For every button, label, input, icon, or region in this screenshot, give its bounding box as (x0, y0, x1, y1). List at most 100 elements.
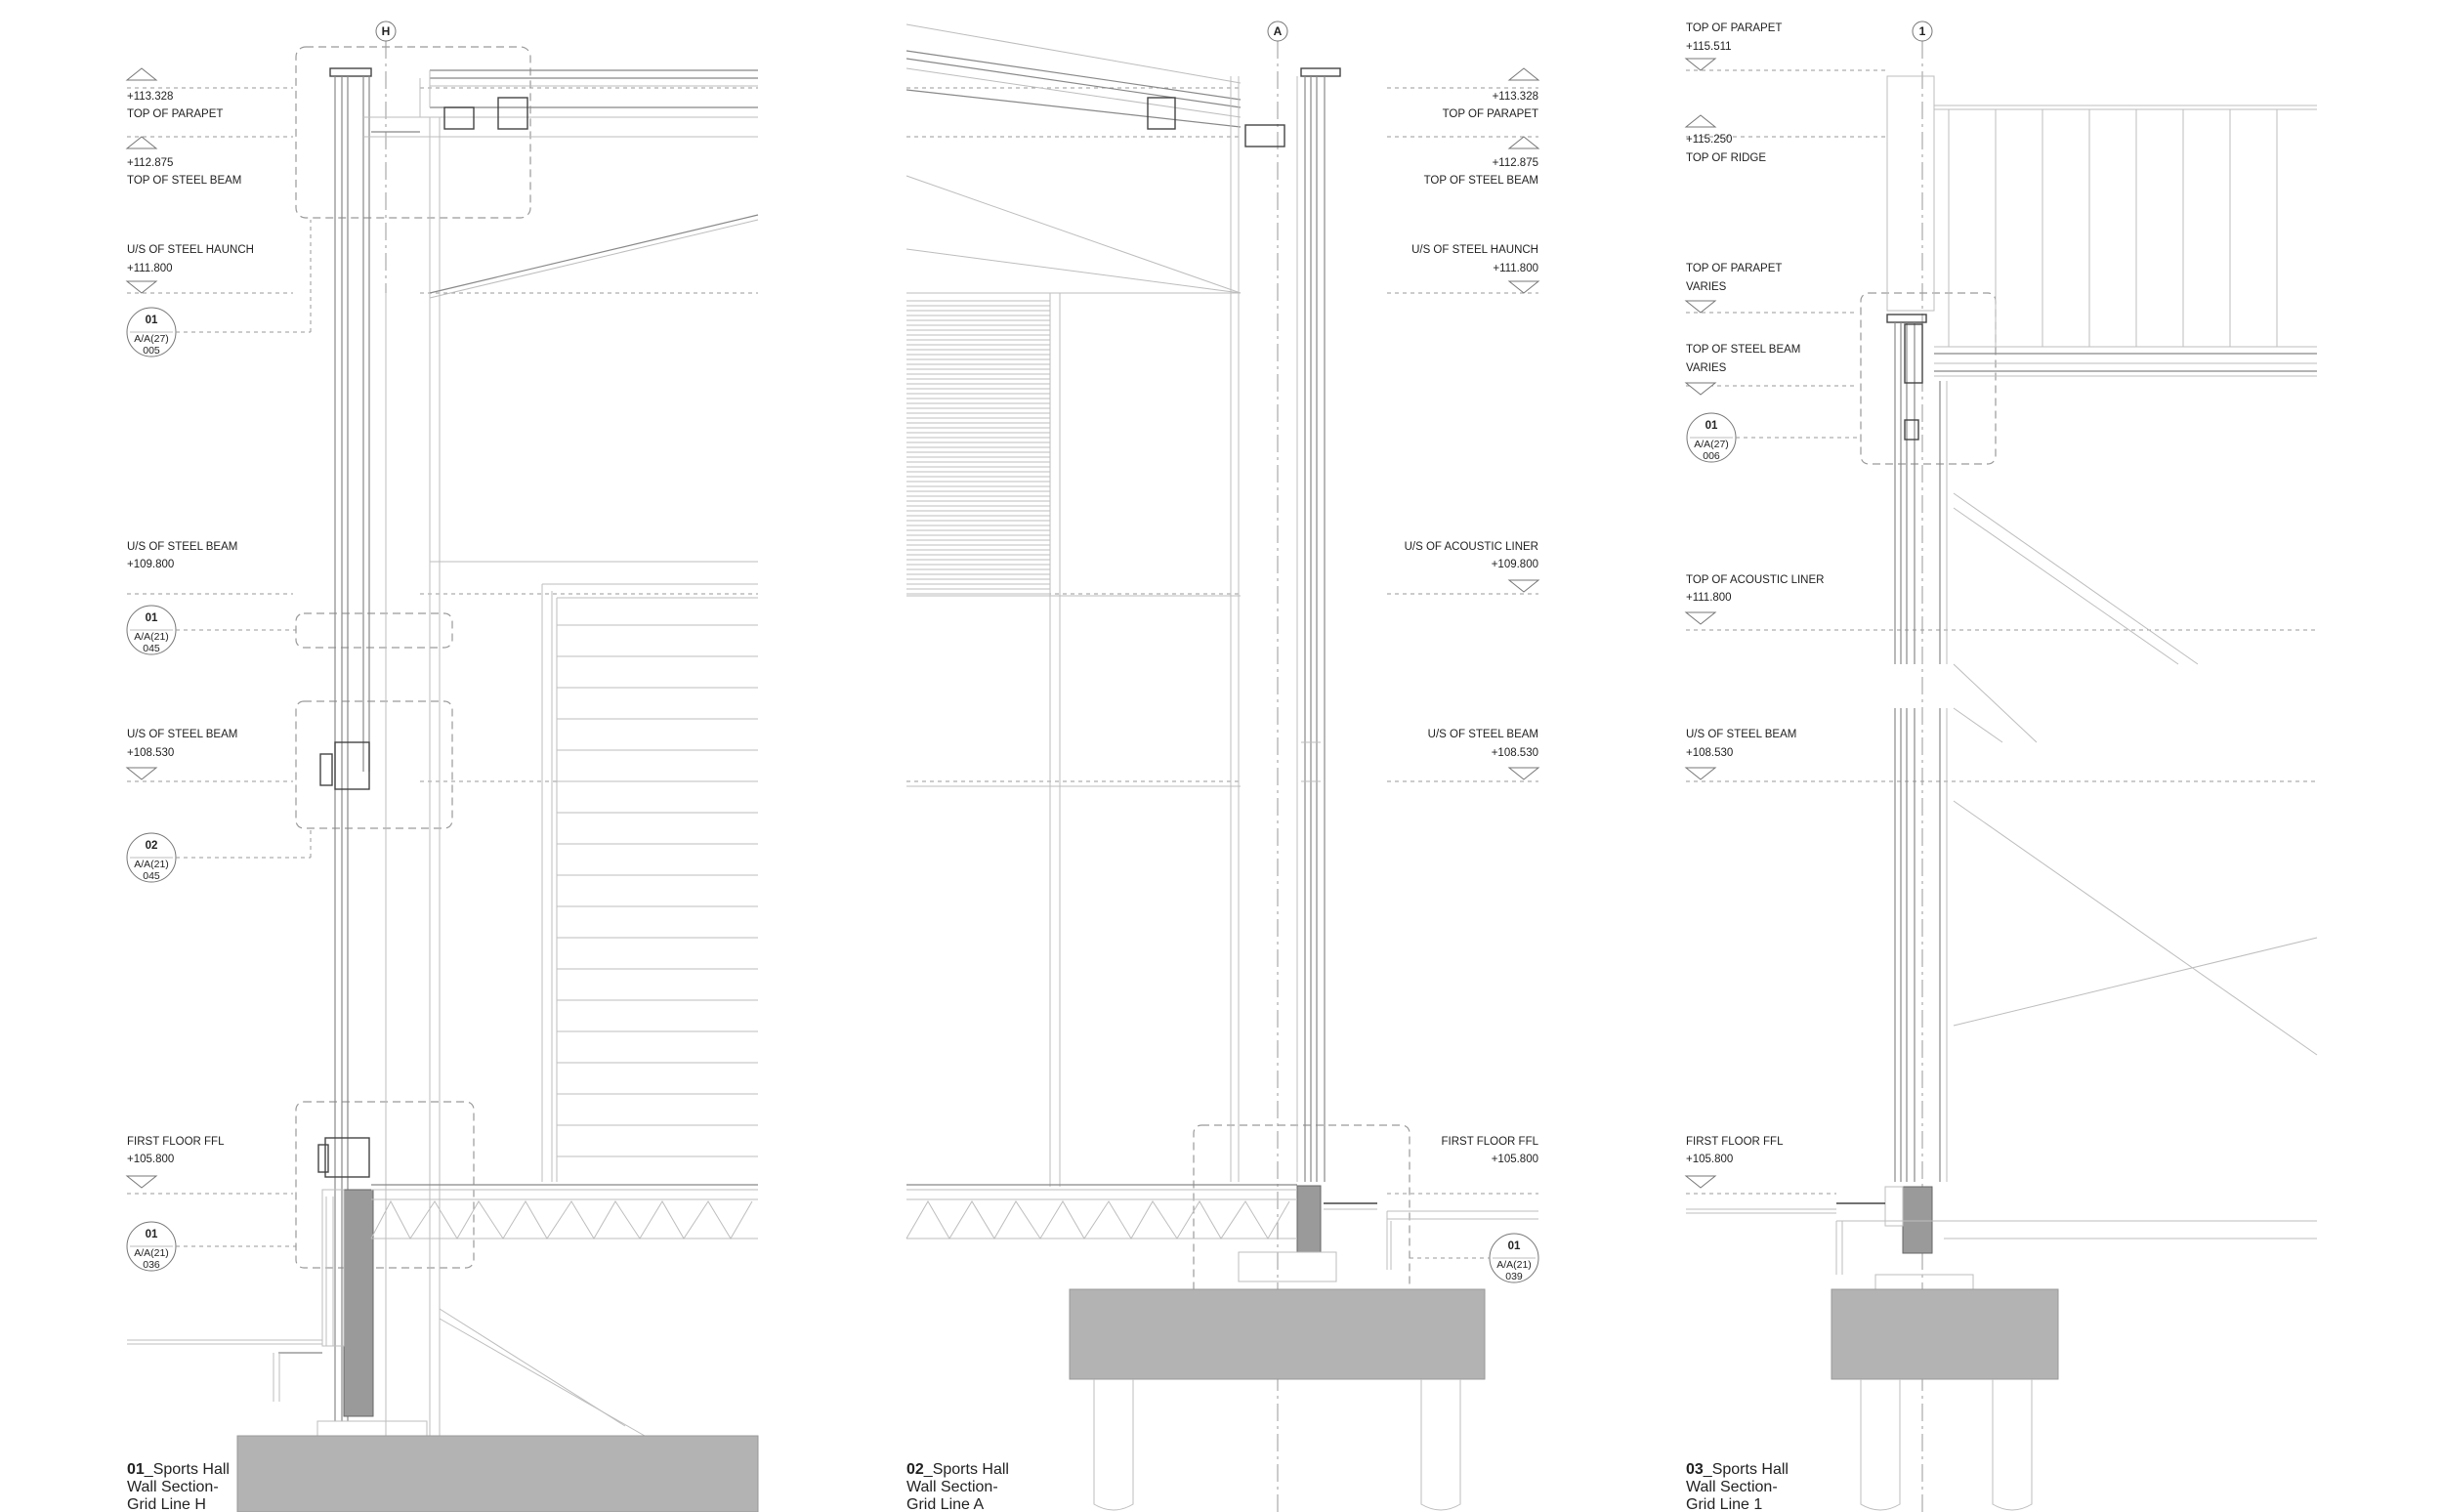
svg-text:Wall Section-: Wall Section- (1686, 1479, 1778, 1495)
level-marker-first-floor-ffl: FIRST FLOOR FFL +105.800 (125, 1136, 225, 1189)
svg-text:Grid Line 1: Grid Line 1 (1686, 1496, 1762, 1512)
pile-cap (1831, 1288, 2059, 1380)
section-02: A +113.328 TOP OF PARAPET +112.875 TOP O… (905, 21, 1540, 1512)
detail-tag[interactable]: 01 A/A(21) 045 (126, 605, 177, 655)
level-marker-top-of-acoustic-liner: TOP OF ACOUSTIC LINER +111.800 (1684, 574, 1824, 625)
svg-text:+105.800: +105.800 (1686, 1154, 1733, 1165)
svg-text:TOP OF RIDGE: TOP OF RIDGE (1686, 152, 1766, 164)
svg-text:Grid Line H: Grid Line H (127, 1496, 206, 1512)
interior-elevation-01 (430, 561, 758, 1182)
detail-callout-box (295, 46, 531, 219)
detail-tag[interactable]: 02 A/A(21) 045 (126, 832, 177, 883)
grid-bubble-h (375, 21, 397, 42)
grid-label-1: 1 (1919, 24, 1926, 38)
level-marker-top-of-parapet: +113.328 TOP OF PARAPET (1443, 67, 1540, 120)
piles-03 (1860, 1379, 2033, 1511)
svg-text:01: 01 (1705, 420, 1718, 432)
panel-lines-01 (557, 624, 758, 1157)
detail-callout-box (295, 1101, 475, 1269)
detail-tag[interactable]: 01 A/A(27) 006 (1686, 412, 1737, 463)
grid-label-h: H (382, 24, 391, 38)
piles-02 (1093, 1379, 1461, 1511)
svg-text:+108.530: +108.530 (127, 747, 174, 759)
level-lines-03 (1686, 69, 2317, 1195)
svg-text:A/A(21): A/A(21) (134, 1247, 169, 1259)
level-marker-us-steel-haunch: U/S OF STEEL HAUNCH +111.800 (1411, 244, 1540, 294)
level-marker-first-floor-ffl: FIRST FLOOR FFL +105.800 (1442, 1136, 1539, 1165)
truss-web (370, 1199, 753, 1239)
grid-bubble-1 (1912, 21, 1933, 42)
level-marker-us-steel-haunch: U/S OF STEEL HAUNCH +111.800 (125, 244, 254, 294)
svg-text:+115.250: +115.250 (1686, 134, 1732, 146)
svg-text:+105.800: +105.800 (1492, 1154, 1538, 1165)
wall-construction-01 (127, 67, 428, 1437)
acoustic-liner-hatch-02 (906, 300, 1050, 595)
level-marker-top-of-steel-beam-varies: TOP OF STEEL BEAM VARIES (1684, 344, 1800, 396)
truss-web (905, 1200, 1290, 1239)
detail-tag[interactable]: 01 A/A(21) 039 (1489, 1233, 1539, 1283)
detail-callout-box (295, 700, 453, 829)
svg-text:U/S OF STEEL BEAM: U/S OF STEEL BEAM (1428, 729, 1538, 740)
svg-text:01: 01 (146, 1229, 158, 1240)
section-title-02: 02_Sports Hall Wall Section- Grid Line A (906, 1461, 1009, 1512)
svg-text:TOP OF PARAPET: TOP OF PARAPET (1686, 22, 1782, 34)
steel-structure-01 (363, 69, 759, 1437)
svg-text:U/S OF STEEL BEAM: U/S OF STEEL BEAM (127, 729, 237, 740)
floor-truss-01 (370, 1184, 758, 1239)
svg-text:A/A(27): A/A(27) (134, 333, 169, 345)
wall-construction-03 (1686, 322, 2318, 1290)
grid-label-a: A (1274, 24, 1283, 38)
svg-text:VARIES: VARIES (1686, 281, 1727, 293)
svg-text:A/A(21): A/A(21) (134, 859, 169, 870)
svg-text:039: 039 (1505, 1271, 1523, 1282)
masonry-wall-section (343, 1189, 374, 1417)
masonry-wall-section (1296, 1185, 1322, 1253)
svg-text:VARIES: VARIES (1686, 362, 1727, 374)
svg-text:+108.530: +108.530 (1686, 747, 1733, 759)
svg-text:036: 036 (143, 1259, 160, 1271)
svg-text:03_Sports Hall: 03_Sports Hall (1686, 1461, 1789, 1478)
svg-text:TOP OF PARAPET: TOP OF PARAPET (1443, 108, 1538, 120)
svg-text:TOP OF STEEL BEAM: TOP OF STEEL BEAM (1424, 175, 1538, 187)
level-marker-us-acoustic-liner: U/S OF ACOUSTIC LINER +109.800 (1405, 541, 1540, 593)
svg-text:TOP OF PARAPET: TOP OF PARAPET (1686, 263, 1782, 274)
svg-text:01: 01 (146, 315, 158, 326)
level-marker-us-steel-beam: U/S OF STEEL BEAM +108.530 (1428, 729, 1540, 780)
section-03: 1 TOP OF PARAPET +115.511 +115.250 TOP O… (1684, 21, 2318, 1512)
svg-text:U/S OF STEEL HAUNCH: U/S OF STEEL HAUNCH (127, 244, 254, 256)
svg-text:TOP OF STEEL BEAM: TOP OF STEEL BEAM (127, 175, 241, 187)
svg-text:Wall Section-: Wall Section- (906, 1479, 998, 1495)
level-marker-top-of-parapet: +113.328 TOP OF PARAPET (125, 67, 223, 120)
wall-construction-02 (1230, 67, 1538, 1282)
svg-text:+113.328: +113.328 (127, 91, 173, 103)
level-marker-first-floor-ffl: FIRST FLOOR FFL +105.800 (1684, 1136, 1784, 1189)
svg-text:006: 006 (1703, 450, 1720, 462)
svg-text:FIRST FLOOR FFL: FIRST FLOOR FFL (1686, 1136, 1784, 1148)
svg-text:U/S OF ACOUSTIC LINER: U/S OF ACOUSTIC LINER (1405, 541, 1538, 553)
section-title-01: 01_Sports Hall Wall Section- Grid Line H (127, 1461, 230, 1512)
svg-text:TOP OF STEEL BEAM: TOP OF STEEL BEAM (1686, 344, 1800, 356)
svg-text:+112.875: +112.875 (127, 157, 173, 169)
svg-text:A/A(21): A/A(21) (1496, 1259, 1532, 1271)
detail-tag[interactable]: 01 A/A(27) 005 (126, 307, 177, 357)
level-marker-top-of-ridge: +115.250 TOP OF RIDGE (1684, 114, 1766, 164)
svg-text:02_Sports Hall: 02_Sports Hall (906, 1461, 1009, 1478)
section-01: H +113.328 TOP OF PARAPET +112.875 TOP O… (125, 21, 759, 1512)
detail-callout-box (295, 612, 453, 649)
masonry-wall-section (1902, 1186, 1933, 1254)
svg-text:+112.875: +112.875 (1493, 157, 1538, 169)
grid-bubble-a (1267, 21, 1288, 42)
svg-text:Grid Line A: Grid Line A (906, 1496, 984, 1512)
svg-text:U/S OF STEEL HAUNCH: U/S OF STEEL HAUNCH (1411, 244, 1538, 256)
foundation-slab (236, 1435, 759, 1512)
detail-tag[interactable]: 01 A/A(21) 036 (126, 1221, 177, 1272)
svg-text:+113.328: +113.328 (1493, 91, 1538, 103)
level-marker-us-steel-beam: U/S OF STEEL BEAM +108.530 (1684, 729, 1796, 780)
svg-text:TOP OF ACOUSTIC LINER: TOP OF ACOUSTIC LINER (1686, 574, 1824, 586)
svg-text:A/A(27): A/A(27) (1694, 439, 1729, 450)
svg-text:FIRST FLOOR FFL: FIRST FLOOR FFL (127, 1136, 225, 1148)
level-marker-top-of-parapet: TOP OF PARAPET +115.511 (1684, 22, 1782, 71)
parapet-03 (1886, 75, 2317, 377)
svg-text:+109.800: +109.800 (1492, 559, 1538, 570)
